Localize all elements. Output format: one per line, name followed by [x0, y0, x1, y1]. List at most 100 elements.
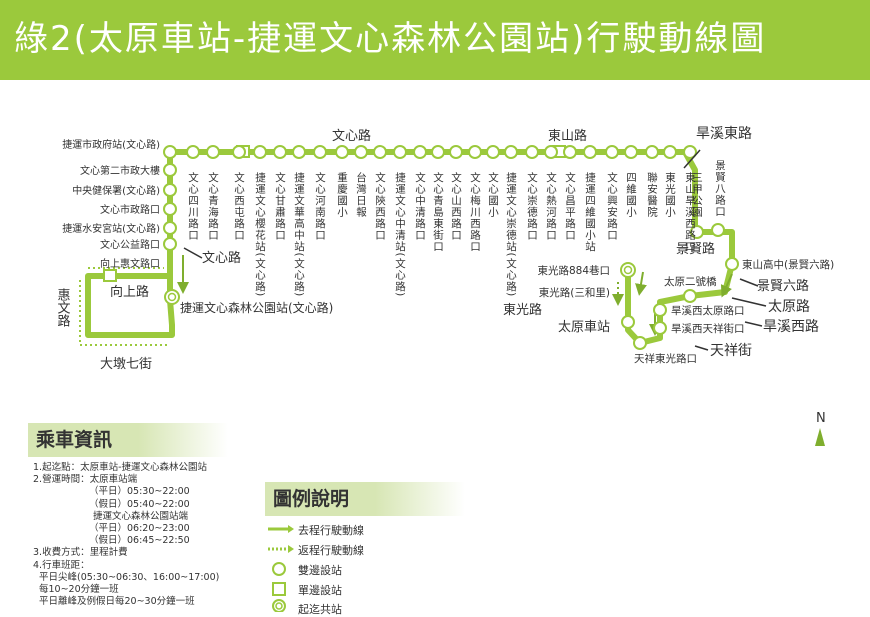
stop-marker: [653, 321, 667, 335]
stop-marker: [186, 145, 200, 159]
stop-markers: [103, 145, 739, 350]
stop-marker: [292, 145, 306, 159]
stop-marker: [725, 257, 739, 271]
stop-marker: [449, 145, 463, 159]
stop-label: 捷運文心中清站(文心路): [394, 171, 406, 297]
stop-marker: [335, 145, 349, 159]
stop-marker: [690, 225, 704, 239]
stop-marker: [163, 163, 177, 177]
stop-label: 旱溪西太原路口: [671, 304, 745, 317]
stop-marker: [711, 223, 725, 237]
label-pointer: [183, 247, 203, 259]
info-lines: 1.起迄點：太原車站-捷運文心森林公園站 2.營運時間：太原車站端 （平日）05…: [33, 462, 263, 608]
stop-label: 文心昌平路口: [564, 171, 576, 241]
info-line: 捷運文心森林公園站端: [93, 510, 189, 522]
info-line: 平日尖峰(05:30~06:30、16:00~17:00): [39, 571, 220, 583]
stop-label: 捷運文華高中站(文心路): [293, 171, 305, 297]
stop-marker: [163, 145, 177, 159]
legend-outbound: 去程行駛動線: [298, 524, 364, 537]
label-pointer: [739, 278, 759, 287]
street-label: 東光路: [503, 302, 542, 318]
stop-marker: [683, 289, 697, 303]
stop-label: 向上惠文路口: [100, 257, 160, 270]
stop-label: 東光路884巷口: [537, 264, 610, 277]
map-labels: 文心四川路口文心青海路口文心西屯路口捷運文心櫻花站(文心路)文心甘肅路口捷運文華…: [55, 126, 835, 372]
stop-label: 文心公益路口: [100, 238, 160, 251]
label-pointer: [744, 321, 763, 327]
route-return-dotted: [79, 280, 170, 346]
legend-symbols: [268, 525, 294, 612]
direction-arrow: [720, 273, 733, 298]
street-label: 文心路: [332, 128, 371, 144]
info-line: 每10~20分鐘一班: [39, 584, 119, 596]
stop-label: 四維國小: [625, 172, 637, 218]
info-line: 4.行車班距：: [33, 559, 90, 571]
info-line: 2.營運時間：太原車站端: [33, 474, 138, 486]
stop-label: 文心西屯路口: [233, 171, 245, 241]
stop-marker: [645, 145, 659, 159]
stop-marker: [583, 145, 597, 159]
stop-label: 文心山西路口: [450, 171, 462, 241]
street-label: 東山路: [548, 128, 587, 144]
stop-marker: [468, 145, 482, 159]
stop-label: 捷運四維國小站: [584, 171, 596, 252]
stop-label: 文心興安路口: [606, 171, 618, 241]
stop-label: 東光國小: [664, 171, 676, 218]
stop-marker: [431, 145, 445, 159]
info-line: （假日）05:40~22:00: [89, 498, 190, 510]
stop-marker: [273, 145, 287, 159]
stop-label: 東山旱溪西路口: [684, 171, 696, 252]
stop-marker: [253, 145, 267, 159]
stop-label: 捷運市政府站(文心路): [62, 138, 160, 151]
street-label: 文心路: [202, 250, 241, 266]
stop-marker: [683, 145, 697, 159]
info-line: （假日）06:45~22:50: [89, 535, 190, 547]
stop-marker: [621, 315, 635, 329]
route-main: [170, 149, 735, 346]
legend-one-side: 單邊設站: [298, 584, 342, 597]
stop-label: 文心河南路口: [314, 171, 326, 241]
stop-label: 文心市政路口: [100, 203, 160, 216]
street-label: 向上路: [110, 284, 149, 300]
stop-label: 聯安醫院: [646, 172, 658, 218]
terminal-marker-inner: [623, 265, 633, 275]
stop-label: 文心國小: [487, 171, 499, 218]
label-pointer: [694, 345, 709, 351]
stop-label: 捷運文心櫻花站(文心路): [254, 171, 266, 297]
info-line: （平日）05:30~22:00: [89, 486, 190, 498]
stop-marker: [663, 145, 677, 159]
stop-label: 文心第二市政大樓: [80, 164, 160, 177]
stop-label: 文心崇德路口: [526, 171, 538, 241]
label-pointer: [683, 149, 701, 169]
stop-marker: [232, 145, 246, 159]
info-line: （平日）06:20~23:00: [89, 523, 190, 535]
street-label: 太原車站: [558, 320, 610, 335]
one-side-stop-marker: [103, 269, 117, 282]
stop-marker: [413, 145, 427, 159]
info-line: 1.起迄點：太原車站-捷運文心森林公園站: [33, 462, 207, 473]
stop-marker: [373, 145, 387, 159]
info-line: 3.收費方式：里程計費: [33, 547, 128, 559]
label-pointer: [731, 297, 767, 307]
stop-label: 天祥東光路口: [634, 352, 697, 365]
stop-marker: [486, 145, 500, 159]
stop-marker: [313, 145, 327, 159]
header-bar: 綠2(太原車站-捷運文心森林公園站)行駛動線圖: [0, 0, 870, 80]
stop-marker: [504, 145, 518, 159]
stop-marker: [605, 145, 619, 159]
street-label: 景賢路: [676, 241, 715, 257]
stop-label: 文心梅川西路口: [469, 171, 481, 252]
stop-label: 文心中清路口: [414, 171, 426, 241]
north-label: N: [816, 411, 826, 426]
stop-marker: [393, 145, 407, 159]
stop-label: 太原二號橋: [664, 275, 717, 288]
stop-marker: [354, 145, 368, 159]
north-arrow: N: [815, 411, 826, 446]
stop-label: 文心青海路口: [207, 171, 219, 241]
stop-label: 東山高中(景賢六路): [742, 258, 834, 271]
legend-terminal: 起迄共站: [298, 603, 342, 616]
map-title: 綠2(太原車站-捷運文心森林公園站)行駛動線圖: [14, 19, 767, 59]
stop-label: 捷運水安宮站(文心路): [62, 222, 160, 235]
stop-marker: [653, 303, 667, 317]
stop-label: 捷運文心崇德站(文心路): [505, 171, 517, 297]
